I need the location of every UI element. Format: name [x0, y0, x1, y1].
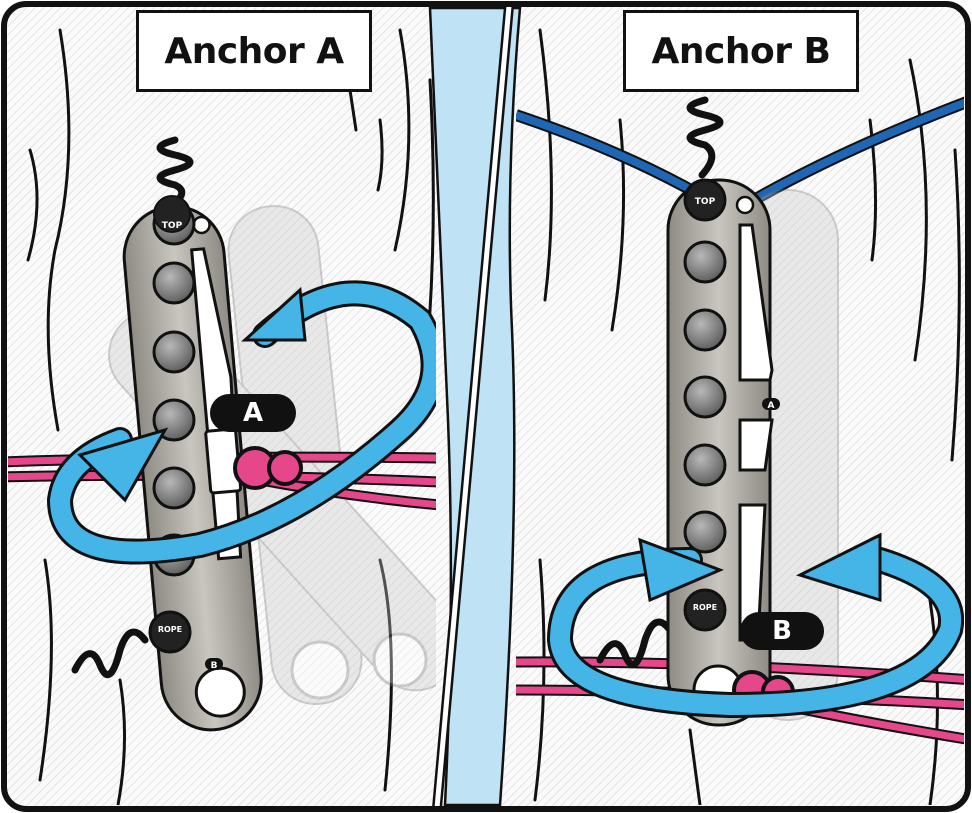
hole-b-label: B: [211, 661, 218, 671]
hole-a-label: A: [768, 401, 775, 411]
panel-title-anchor-b: Anchor B: [623, 10, 859, 92]
step-label-a: A: [210, 394, 296, 432]
top-label-right: TOP: [695, 197, 716, 207]
top-label-left: TOP: [162, 221, 183, 231]
rope-label-left: ROPE: [158, 625, 182, 634]
step-label-b: B: [740, 612, 824, 650]
panel-title-anchor-a: Anchor A: [136, 10, 372, 92]
rope-knot-left: [235, 448, 301, 488]
rope-label-right: ROPE: [693, 603, 717, 612]
